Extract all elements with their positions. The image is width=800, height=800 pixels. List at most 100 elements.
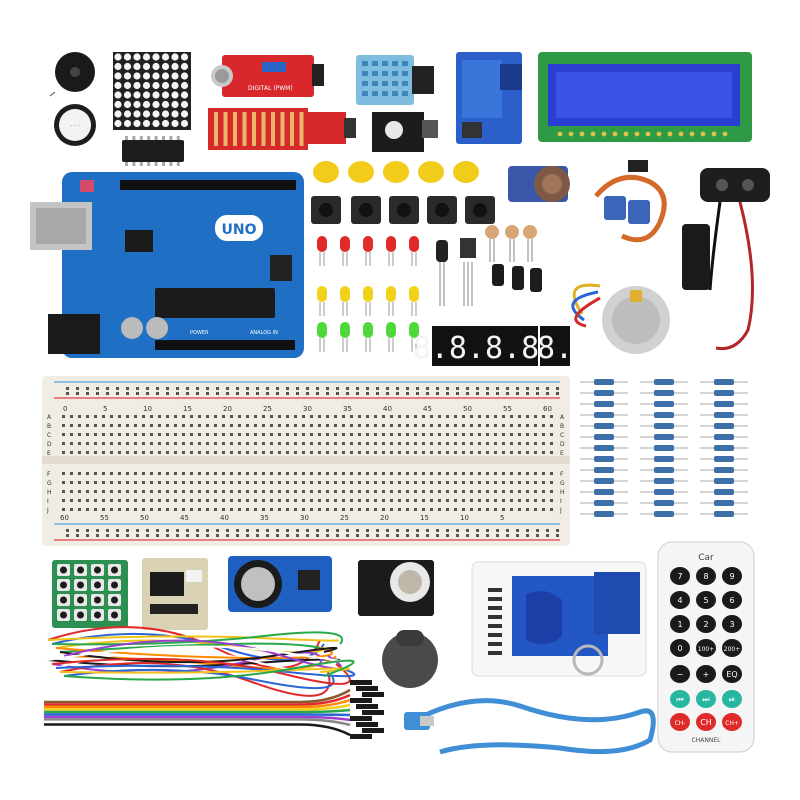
breadboard-hole: [70, 499, 73, 502]
rail-hole: [396, 534, 399, 537]
breadboard-hole: [510, 472, 513, 475]
keypad-key-button: [77, 596, 84, 604]
breadboard-hole: [166, 499, 169, 502]
breadboard-hole: [166, 433, 169, 436]
breadboard-hole: [390, 424, 393, 427]
dupont-connector: [356, 722, 378, 727]
svg-text:· · ·: · · ·: [70, 123, 80, 130]
breadboard-hole: [86, 424, 89, 427]
rail-hole: [486, 534, 489, 537]
breadboard-hole: [102, 481, 105, 484]
rail-hole: [546, 387, 549, 390]
breadboard-number: 35: [260, 514, 269, 522]
breadboard-hole: [518, 481, 521, 484]
breadboard-hole: [94, 424, 97, 427]
breadboard-hole: [470, 508, 473, 511]
dupont-connector: [356, 686, 378, 691]
lcd-pad: [722, 131, 728, 137]
rail-hole: [156, 534, 159, 537]
remote-button-label: 4: [677, 596, 682, 605]
breadboard-hole: [510, 508, 513, 511]
photoresistor: [485, 225, 499, 239]
breadboard-number: 15: [183, 405, 192, 413]
remote-button: [722, 690, 742, 708]
resistor: [714, 390, 734, 396]
matrix-led: [171, 53, 179, 61]
uno-analog-label: ANALOG IN: [250, 330, 278, 336]
rail-hole: [216, 392, 219, 395]
breadboard-hole: [286, 442, 289, 445]
breadboard-hole: [294, 472, 297, 475]
breadboard-hole: [374, 499, 377, 502]
rail-hole: [276, 529, 279, 532]
resistor: [594, 511, 614, 517]
breadboard-hole: [246, 433, 249, 436]
rail-hole: [556, 529, 559, 532]
breadboard-hole: [126, 472, 129, 475]
breadboard-hole: [278, 433, 281, 436]
keypad-key-button: [60, 566, 67, 574]
rfid-pin: [488, 597, 502, 601]
chip-pin: [139, 136, 143, 140]
breadboard-hole: [342, 499, 345, 502]
breadboard-hole: [510, 415, 513, 418]
water-trace: [233, 112, 237, 146]
breadboard-hole: [542, 442, 545, 445]
breadboard-hole: [342, 472, 345, 475]
breadboard-hole: [454, 481, 457, 484]
breadboard-number: 50: [463, 405, 472, 413]
rail-hole: [486, 529, 489, 532]
breadboard-hole: [334, 472, 337, 475]
rail-hole: [166, 534, 169, 537]
yellow-button-cap: [383, 161, 409, 183]
breadboard-letter: D: [47, 441, 52, 448]
breadboard-hole: [350, 508, 353, 511]
breadboard-letter: A: [47, 414, 52, 421]
breadboard-hole: [270, 415, 273, 418]
led: [409, 286, 419, 302]
dht-vent: [372, 61, 378, 66]
remote-button: [722, 567, 742, 585]
breadboard-hole: [198, 442, 201, 445]
breadboard-hole: [230, 433, 233, 436]
breadboard-hole: [102, 490, 105, 493]
keypad-key-button: [77, 581, 84, 589]
chip-pin: [176, 136, 180, 140]
remote-button: [670, 615, 690, 633]
breadboard-hole: [390, 499, 393, 502]
rail-hole: [466, 529, 469, 532]
matrix-led: [123, 100, 132, 109]
rail-hole: [236, 529, 239, 532]
rail-hole: [406, 529, 409, 532]
rail-hole: [326, 534, 329, 537]
breadboard-hole: [254, 499, 257, 502]
rail-hole: [196, 529, 199, 532]
breadboard-hole: [318, 433, 321, 436]
breadboard-hole: [310, 499, 313, 502]
breadboard-hole: [254, 508, 257, 511]
rail-hole: [176, 392, 179, 395]
rail-hole: [126, 529, 129, 532]
breadboard-hole: [118, 424, 121, 427]
breadboard-hole: [246, 499, 249, 502]
breadboard-hole: [166, 415, 169, 418]
breadboard-hole: [350, 481, 353, 484]
breadboard-hole: [254, 481, 257, 484]
matrix-led: [133, 91, 141, 99]
breadboard-letter: G: [47, 480, 52, 487]
photoresistors: [485, 225, 537, 262]
breadboard-hole: [182, 451, 185, 454]
rail-hole: [166, 529, 169, 532]
tactile-switches: [311, 196, 495, 224]
rail-hole: [476, 387, 479, 390]
breadboard-hole: [382, 472, 385, 475]
breadboard-hole: [166, 451, 169, 454]
breadboard-hole: [382, 433, 385, 436]
tactile-switch-button: [359, 203, 373, 217]
breadboard-hole: [382, 415, 385, 418]
rail-hole: [206, 392, 209, 395]
breadboard-hole: [366, 481, 369, 484]
breadboard-hole: [142, 481, 145, 484]
breadboard-hole: [150, 424, 153, 427]
dht-vent: [382, 91, 388, 96]
